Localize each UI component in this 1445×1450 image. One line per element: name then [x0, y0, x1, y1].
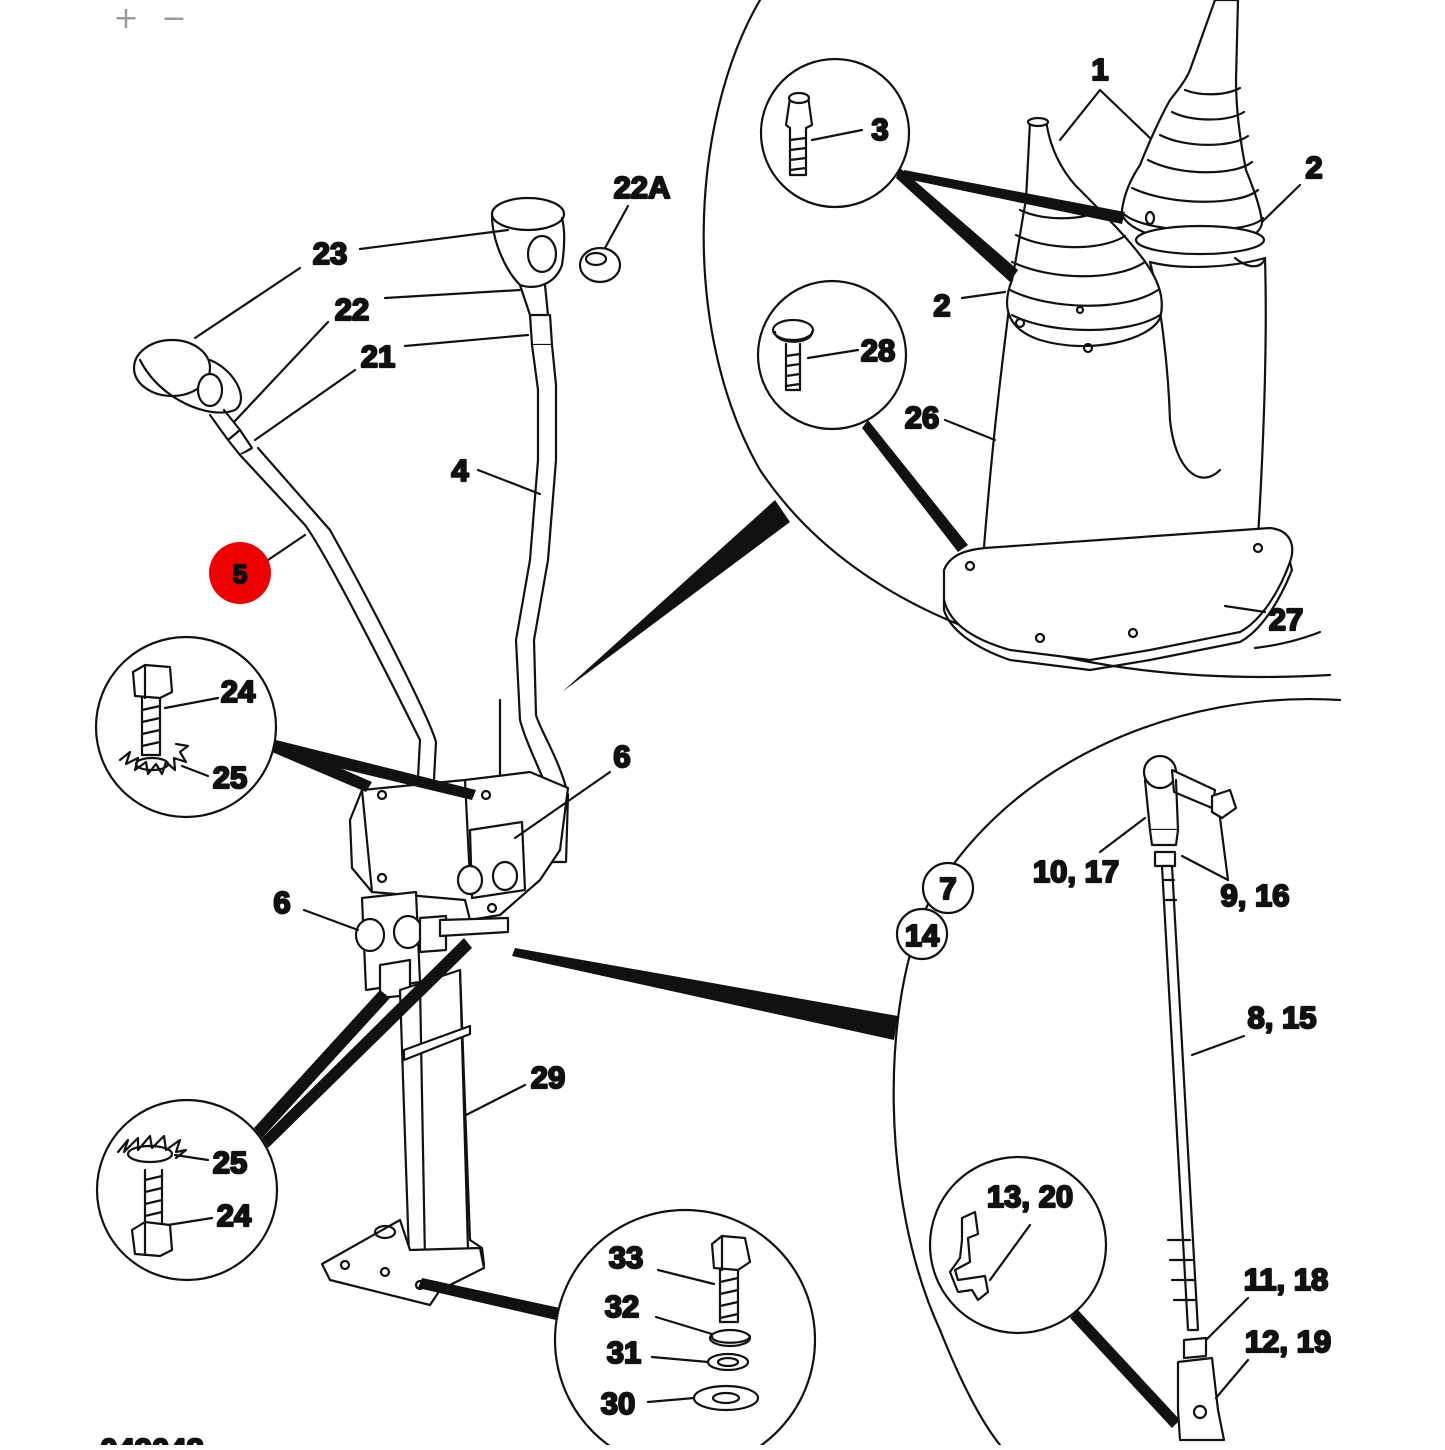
callout-circle-7 [921, 861, 975, 915]
zoom-in-button[interactable]: + [110, 0, 142, 36]
highlight-dot[interactable] [209, 542, 271, 604]
callout-25-upper: 25 [213, 760, 247, 795]
callout-33: 33 [609, 1240, 643, 1275]
screw-28-detail [756, 279, 968, 552]
bolt-24-25-detail-upper [94, 635, 278, 819]
figure-id: 049048 [100, 1432, 203, 1445]
callout-21: 21 [361, 339, 395, 374]
callout-22: 22 [335, 292, 369, 327]
plus-icon: + [113, 0, 139, 36]
callout-31: 31 [607, 1335, 641, 1370]
callout-25-lower: 25 [213, 1145, 247, 1180]
callout-28: 28 [861, 333, 895, 368]
callout-32: 32 [605, 1289, 639, 1324]
washer-30-33-detail [553, 1208, 817, 1450]
minus-icon: − [161, 0, 187, 36]
callout-27: 27 [1269, 602, 1303, 637]
highlight-label: 5 [233, 559, 247, 589]
zoom-out-button[interactable]: − [158, 0, 190, 36]
highlight-marker[interactable]: 5 [209, 542, 271, 604]
callout-6-upper: 6 [613, 739, 630, 774]
callout-14: 14 [905, 918, 940, 953]
detail-pointer [562, 500, 790, 692]
bolt-24-25-detail-lower [95, 938, 472, 1282]
callout-24-upper: 24 [221, 674, 256, 709]
callout-4: 4 [451, 453, 469, 488]
callout-2-left: 2 [933, 288, 950, 323]
callout-13-20: 13, 20 [987, 1179, 1073, 1214]
callout-1: 1 [1091, 52, 1108, 87]
callout-7: 7 [939, 871, 956, 906]
callout-6-lower: 6 [273, 885, 290, 920]
pivot-bracket [272, 740, 612, 1000]
callout-29: 29 [531, 1060, 565, 1095]
callout-9-16: 9, 16 [1221, 878, 1290, 913]
support-pillar [320, 968, 560, 1320]
callout-circle-14 [895, 907, 949, 961]
callout-8-15: 8, 15 [1248, 1000, 1317, 1035]
callout-22a: 22A [614, 170, 671, 205]
bolt-3-detail [759, 57, 1125, 282]
callout-10-17: 10, 17 [1033, 854, 1119, 889]
boot-detail-view [562, 0, 1332, 692]
callout-30: 30 [601, 1386, 635, 1421]
linkage-rod-detail [512, 698, 1342, 1447]
callout-12-19: 12, 19 [1245, 1324, 1331, 1359]
callout-23: 23 [313, 236, 347, 271]
callout-24-lower: 24 [217, 1198, 252, 1233]
callout-11-18: 11, 18 [1244, 1262, 1328, 1297]
callout-2-right: 2 [1305, 150, 1322, 185]
callout-labels: 1 2 2 3 4 6 6 7 8, 15 9, 16 10, 17 11, 1… [99, 51, 1332, 1450]
callout-3: 3 [871, 112, 888, 147]
callout-26: 26 [905, 400, 939, 435]
